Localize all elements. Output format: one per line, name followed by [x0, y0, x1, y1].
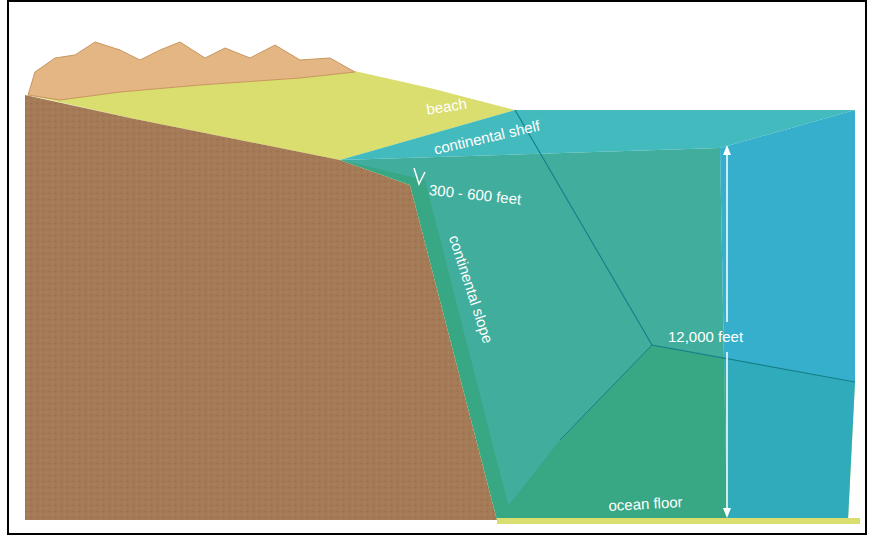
depth-arrow-lower: [726, 352, 728, 512]
floor-front-band: [497, 518, 860, 524]
arrow-head-top: [723, 145, 731, 155]
back-slope-edge: [515, 110, 855, 382]
dimension-label: 12,000 feet: [668, 328, 743, 346]
depth-tick: [414, 168, 425, 184]
mountains: [28, 42, 355, 100]
arrow-head-bottom: [723, 508, 731, 518]
back-floor-edge: [560, 345, 652, 440]
water-side: [720, 110, 855, 520]
frame: [8, 1, 866, 534]
water-top: [340, 110, 855, 160]
depth-arrow-upper: [726, 152, 728, 322]
